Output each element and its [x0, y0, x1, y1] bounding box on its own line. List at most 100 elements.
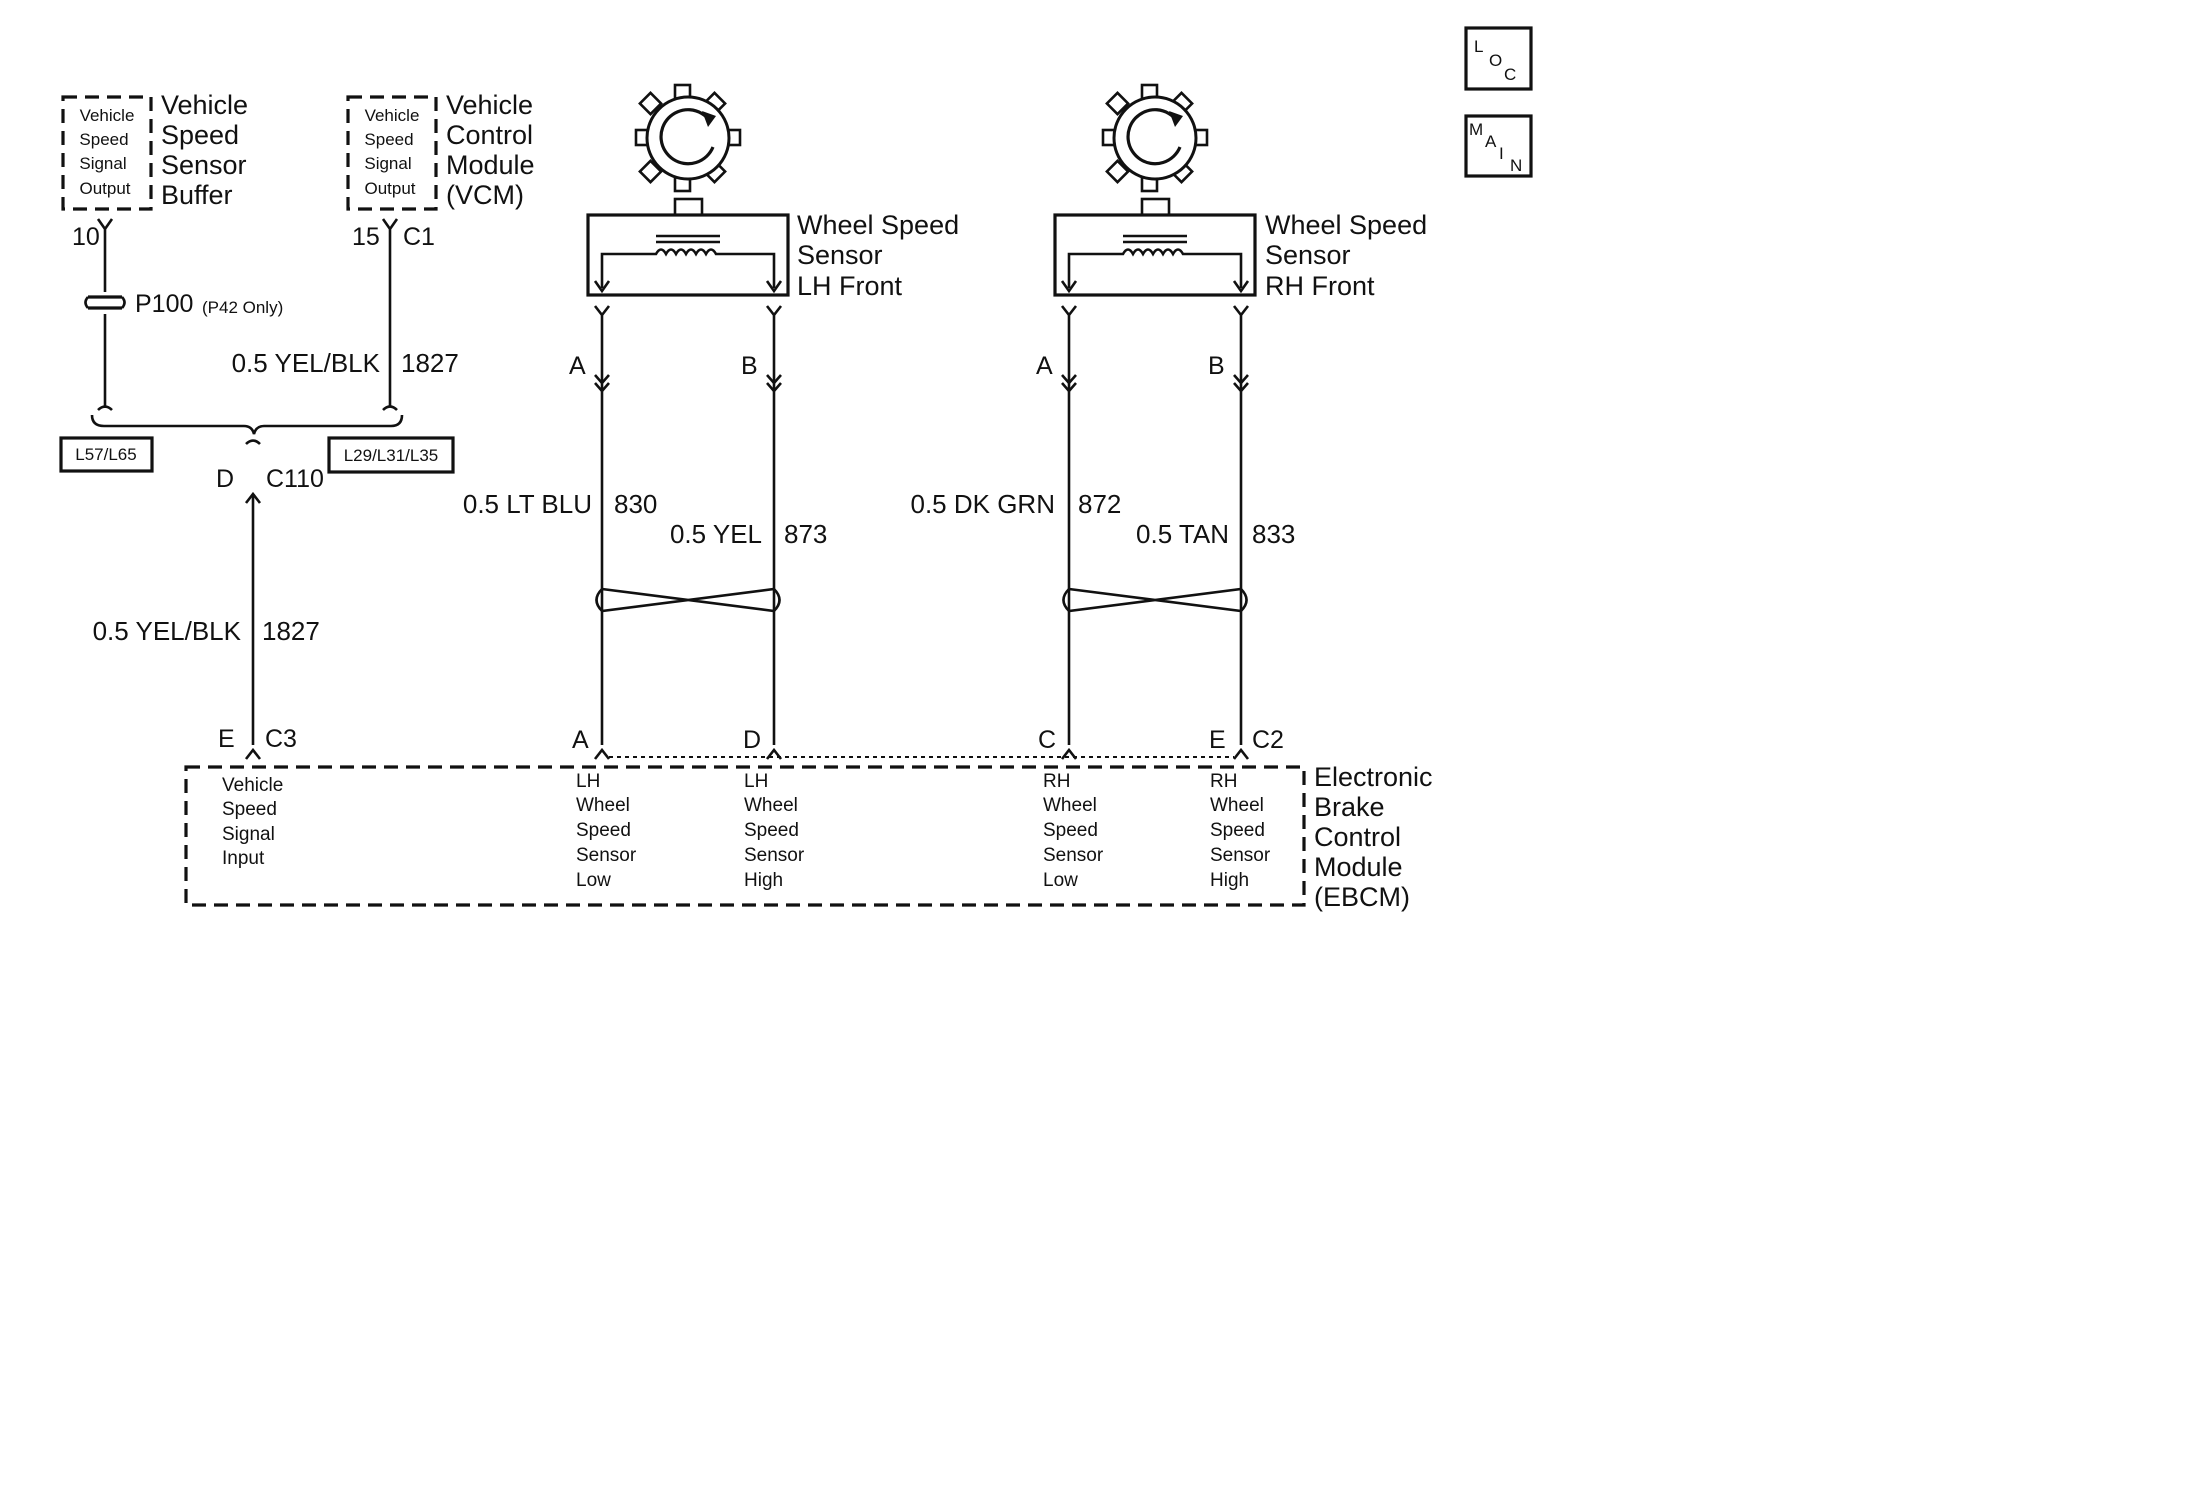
svg-text:Input: Input	[222, 848, 265, 869]
svg-text:Signal: Signal	[222, 824, 275, 845]
lh-wire-a-color: 0.5 LT BLU	[463, 489, 592, 519]
c2-pin-d: D	[743, 726, 761, 754]
svg-text:Sensor: Sensor	[744, 845, 805, 866]
svg-text:High: High	[1210, 870, 1249, 891]
svg-text:Speed: Speed	[222, 799, 277, 820]
svg-text:Vehicle: Vehicle	[446, 90, 533, 120]
c2-pin-c: C	[1038, 726, 1056, 754]
svg-text:Sensor: Sensor	[161, 150, 247, 180]
svg-text:Vehicle: Vehicle	[80, 106, 135, 125]
svg-text:Vehicle: Vehicle	[365, 106, 420, 125]
option-brace: L57/L65 L29/L31/L35	[59, 414, 455, 474]
svg-text:Sensor: Sensor	[1265, 240, 1351, 270]
main-button[interactable]: M A I N	[1464, 114, 1533, 178]
c110-connector: D C110 0.5 YEL/BLK 1827	[93, 439, 324, 745]
rh-wire-b-color: 0.5 TAN	[1136, 519, 1229, 549]
ebcm-input-rh-high: RH Wheel Speed Sensor High	[1210, 771, 1271, 891]
svg-text:Sensor: Sensor	[1210, 845, 1271, 866]
svg-text:Wheel: Wheel	[744, 795, 798, 816]
svg-text:Wheel: Wheel	[576, 795, 630, 816]
loc-letter-c: C	[1504, 65, 1516, 84]
lh-coil-icon	[593, 234, 783, 294]
rh-pin-b: B	[1208, 352, 1225, 380]
loc-button[interactable]: L O C	[1464, 26, 1533, 91]
c110-wire-color: 0.5 YEL/BLK	[93, 616, 242, 646]
vcm-connector: C1	[403, 223, 435, 251]
main-letter-i: I	[1499, 144, 1504, 163]
ebcm-input-rh-low: RH Wheel Speed Sensor Low	[1043, 771, 1104, 891]
c3-connector: C3	[265, 725, 297, 753]
svg-text:Control: Control	[446, 120, 533, 150]
svg-text:Speed: Speed	[744, 820, 799, 841]
lh-wheel-speed-sensor: Wheel Speed Sensor LH Front A B 0.5 LT B…	[463, 83, 959, 745]
svg-text:Vehicle: Vehicle	[161, 90, 248, 120]
svg-text:Signal: Signal	[364, 154, 411, 173]
vcm-box-label: Vehicle Speed Signal Output	[364, 106, 419, 198]
loc-letter-l: L	[1474, 37, 1483, 56]
ebcm-input-lh-high: LH Wheel Speed Sensor High	[744, 771, 805, 891]
c110-label: C110	[266, 465, 324, 493]
rh-pin-a: A	[1036, 352, 1053, 380]
svg-text:Sensor: Sensor	[797, 240, 883, 270]
svg-text:Speed: Speed	[576, 820, 631, 841]
svg-text:Low: Low	[576, 870, 611, 891]
svg-text:Signal: Signal	[79, 154, 126, 173]
lh-sensor-title: Wheel Speed Sensor LH Front	[797, 210, 959, 301]
svg-text:(VCM): (VCM)	[446, 180, 524, 210]
svg-text:Speed: Speed	[364, 130, 413, 149]
rh-wire-a-circuit: 872	[1078, 489, 1121, 519]
svg-text:Wheel Speed: Wheel Speed	[1265, 210, 1427, 240]
svg-text:Speed: Speed	[1210, 820, 1265, 841]
lh-twisted-pair-icon	[595, 587, 781, 613]
svg-text:Low: Low	[1043, 870, 1078, 891]
svg-text:Wheel: Wheel	[1043, 795, 1097, 816]
svg-text:Brake: Brake	[1314, 792, 1385, 822]
ebcm: E C3 A D C E C2 Vehicle Speed Signal Inp…	[184, 725, 1433, 912]
option-l57-l65: L57/L65	[75, 445, 136, 464]
ebcm-title: Electronic Brake Control Module (EBCM)	[1314, 762, 1433, 912]
main-letter-n: N	[1510, 156, 1522, 175]
lh-wire-b-circuit: 873	[784, 519, 827, 549]
svg-text:Wheel Speed: Wheel Speed	[797, 210, 959, 240]
rh-sensor-title: Wheel Speed Sensor RH Front	[1265, 210, 1427, 301]
svg-text:High: High	[744, 870, 783, 891]
splice-p100: P100 (P42 Only)	[84, 290, 283, 318]
svg-text:Speed: Speed	[1043, 820, 1098, 841]
svg-text:Module: Module	[446, 150, 535, 180]
vcm: Vehicle Speed Signal Output Vehicle Cont…	[232, 90, 535, 411]
svg-text:LH: LH	[576, 771, 600, 792]
c110-pin: D	[216, 465, 234, 493]
ebcm-input-lh-low: LH Wheel Speed Sensor Low	[576, 771, 637, 891]
ebcm-input-vehicle-speed: Vehicle Speed Signal Input	[222, 775, 283, 869]
svg-text:LH Front: LH Front	[797, 271, 903, 301]
c2-pin-a: A	[572, 726, 589, 754]
svg-text:Sensor: Sensor	[576, 845, 637, 866]
option-l29-l31-l35: L29/L31/L35	[344, 446, 439, 465]
svg-text:RH Front: RH Front	[1265, 271, 1375, 301]
c2-pin-e: E	[1209, 726, 1226, 754]
rh-coil-icon	[1060, 234, 1250, 294]
rh-wire-b-circuit: 833	[1252, 519, 1295, 549]
svg-text:(EBCM): (EBCM)	[1314, 882, 1410, 912]
vss-buffer-pin: 10	[72, 223, 100, 251]
vcm-pin: 15	[352, 223, 380, 251]
vss-buffer: Vehicle Speed Signal Output Vehicle Spee…	[61, 90, 283, 411]
svg-text:Electronic: Electronic	[1314, 762, 1433, 792]
svg-text:Wheel: Wheel	[1210, 795, 1264, 816]
rh-tone-wheel-icon	[1101, 83, 1209, 193]
vcm-wire-color: 0.5 YEL/BLK	[232, 348, 381, 378]
c3-pin: E	[218, 725, 235, 753]
svg-text:RH: RH	[1043, 771, 1070, 792]
splice-label: P100	[135, 290, 193, 318]
lh-pin-b: B	[741, 352, 758, 380]
svg-text:Speed: Speed	[161, 120, 239, 150]
main-letter-a: A	[1485, 132, 1497, 151]
lh-wire-b-color: 0.5 YEL	[670, 519, 762, 549]
svg-text:Module: Module	[1314, 852, 1403, 882]
wiring-diagram: L O C M A I N Vehicle Speed Signal Outpu…	[59, 26, 1533, 912]
svg-text:Buffer: Buffer	[161, 180, 233, 210]
svg-text:Output: Output	[364, 179, 415, 198]
rh-wire-a-color: 0.5 DK GRN	[911, 489, 1056, 519]
splice-note: (P42 Only)	[202, 298, 283, 317]
lh-tone-wheel-icon	[634, 83, 742, 193]
